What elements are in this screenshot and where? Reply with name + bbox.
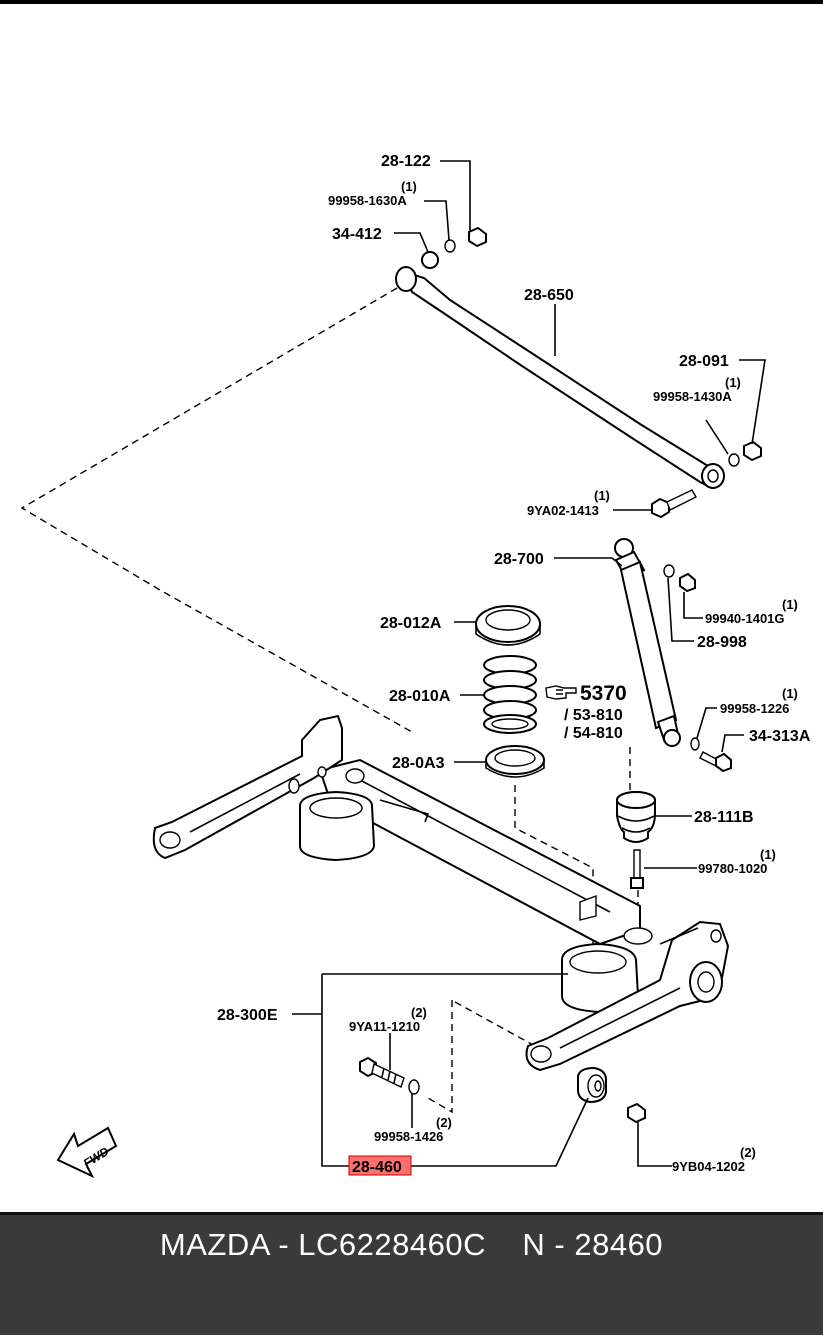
footer-title: MAZDA - LC6228460C N - 28460 — [159, 1227, 664, 1262]
part-label-28-012A: 28-012A — [380, 615, 442, 632]
shock-absorber — [614, 538, 681, 747]
part-label-28-300E: 28-300E — [217, 1007, 278, 1024]
part-label-9YB04-1202: 9YB04-1202 — [672, 1159, 745, 1174]
nut-icon — [743, 440, 762, 462]
washer-icon — [444, 239, 456, 253]
ref-label-53-810: / 53-810 — [564, 707, 623, 724]
qty-label: (2) — [411, 1005, 427, 1020]
spring-seat-upper — [475, 605, 541, 646]
part-label-99958-1226: 99958-1226 — [720, 701, 789, 716]
pointing-hand-icon — [545, 685, 577, 700]
qty-label: (2) — [740, 1145, 756, 1160]
washer-icon — [421, 251, 439, 269]
qty-label: (1) — [782, 686, 798, 701]
part-label-34-313A: 34-313A — [749, 728, 811, 745]
qty-label: (1) — [725, 375, 741, 390]
lateral-rod — [395, 266, 725, 490]
bolt-icon — [630, 849, 644, 889]
part-label-28-122: 28-122 — [381, 153, 431, 170]
dashed-guide — [20, 287, 413, 733]
bolt-icon — [359, 1056, 405, 1088]
bolt-icon — [699, 751, 732, 773]
part-label-9YA11-1210: 9YA11-1210 — [349, 1019, 420, 1034]
washer-icon — [408, 1079, 420, 1095]
part-label-99958-1630A: 99958-1630A — [328, 193, 407, 208]
part-label-28-0A3: 28-0A3 — [392, 755, 445, 772]
fwd-arrow-icon: FWD — [56, 1126, 118, 1179]
part-label-28-111B: 28-111B — [694, 809, 754, 826]
qty-label: (1) — [594, 488, 610, 503]
footer-bar: MAZDA - LC6228460C N - 28460 — [0, 1212, 823, 1335]
part-label-9YA02-1413: 9YA02-1413 — [527, 503, 599, 518]
parts-diagram: FWD 28-122 (1) 99958-1630A 34-412 28-650… — [20, 153, 811, 1179]
dashed-guide — [427, 1000, 453, 1114]
nut-icon — [679, 572, 696, 593]
qty-label: (2) — [436, 1115, 452, 1130]
qty-label: (1) — [401, 179, 417, 194]
bolt-icon — [651, 489, 697, 519]
part-label-28-091: 28-091 — [679, 353, 729, 370]
target-part-highlight — [348, 1155, 412, 1176]
leader-lines — [292, 160, 766, 1167]
ref-label-54-810: / 54-810 — [564, 725, 623, 742]
part-label-28-700: 28-700 — [494, 551, 544, 568]
nut-icon — [468, 226, 487, 248]
coil-spring — [483, 655, 537, 734]
part-label-99958-1430A: 99958-1430A — [653, 389, 732, 404]
washer-icon — [690, 737, 700, 751]
washer-icon — [728, 453, 740, 467]
part-label-99780-1020: 99780-1020 — [698, 861, 767, 876]
qty-label: (1) — [760, 847, 776, 862]
qty-label: (1) — [782, 597, 798, 612]
part-label-28-650: 28-650 — [524, 287, 574, 304]
part-label-28-010A: 28-010A — [389, 688, 451, 705]
rear-axle — [152, 714, 730, 1072]
part-label-28-460: 28-460 — [352, 1159, 402, 1176]
bump-stopper — [616, 791, 656, 843]
spring-seat-lower — [485, 745, 545, 778]
part-label-99940-1401G: 99940-1401G — [705, 611, 785, 626]
part-label-34-412: 34-412 — [332, 226, 382, 243]
washer-icon — [663, 564, 675, 578]
ref-label-5370: 5370 — [580, 682, 627, 705]
bushing — [577, 1066, 607, 1104]
top-rule — [0, 0, 823, 4]
nut-icon — [627, 1102, 646, 1124]
dashed-guide — [454, 1001, 536, 1047]
part-label-99958-1426: 99958-1426 — [374, 1129, 443, 1144]
part-label-28-998: 28-998 — [697, 634, 747, 651]
